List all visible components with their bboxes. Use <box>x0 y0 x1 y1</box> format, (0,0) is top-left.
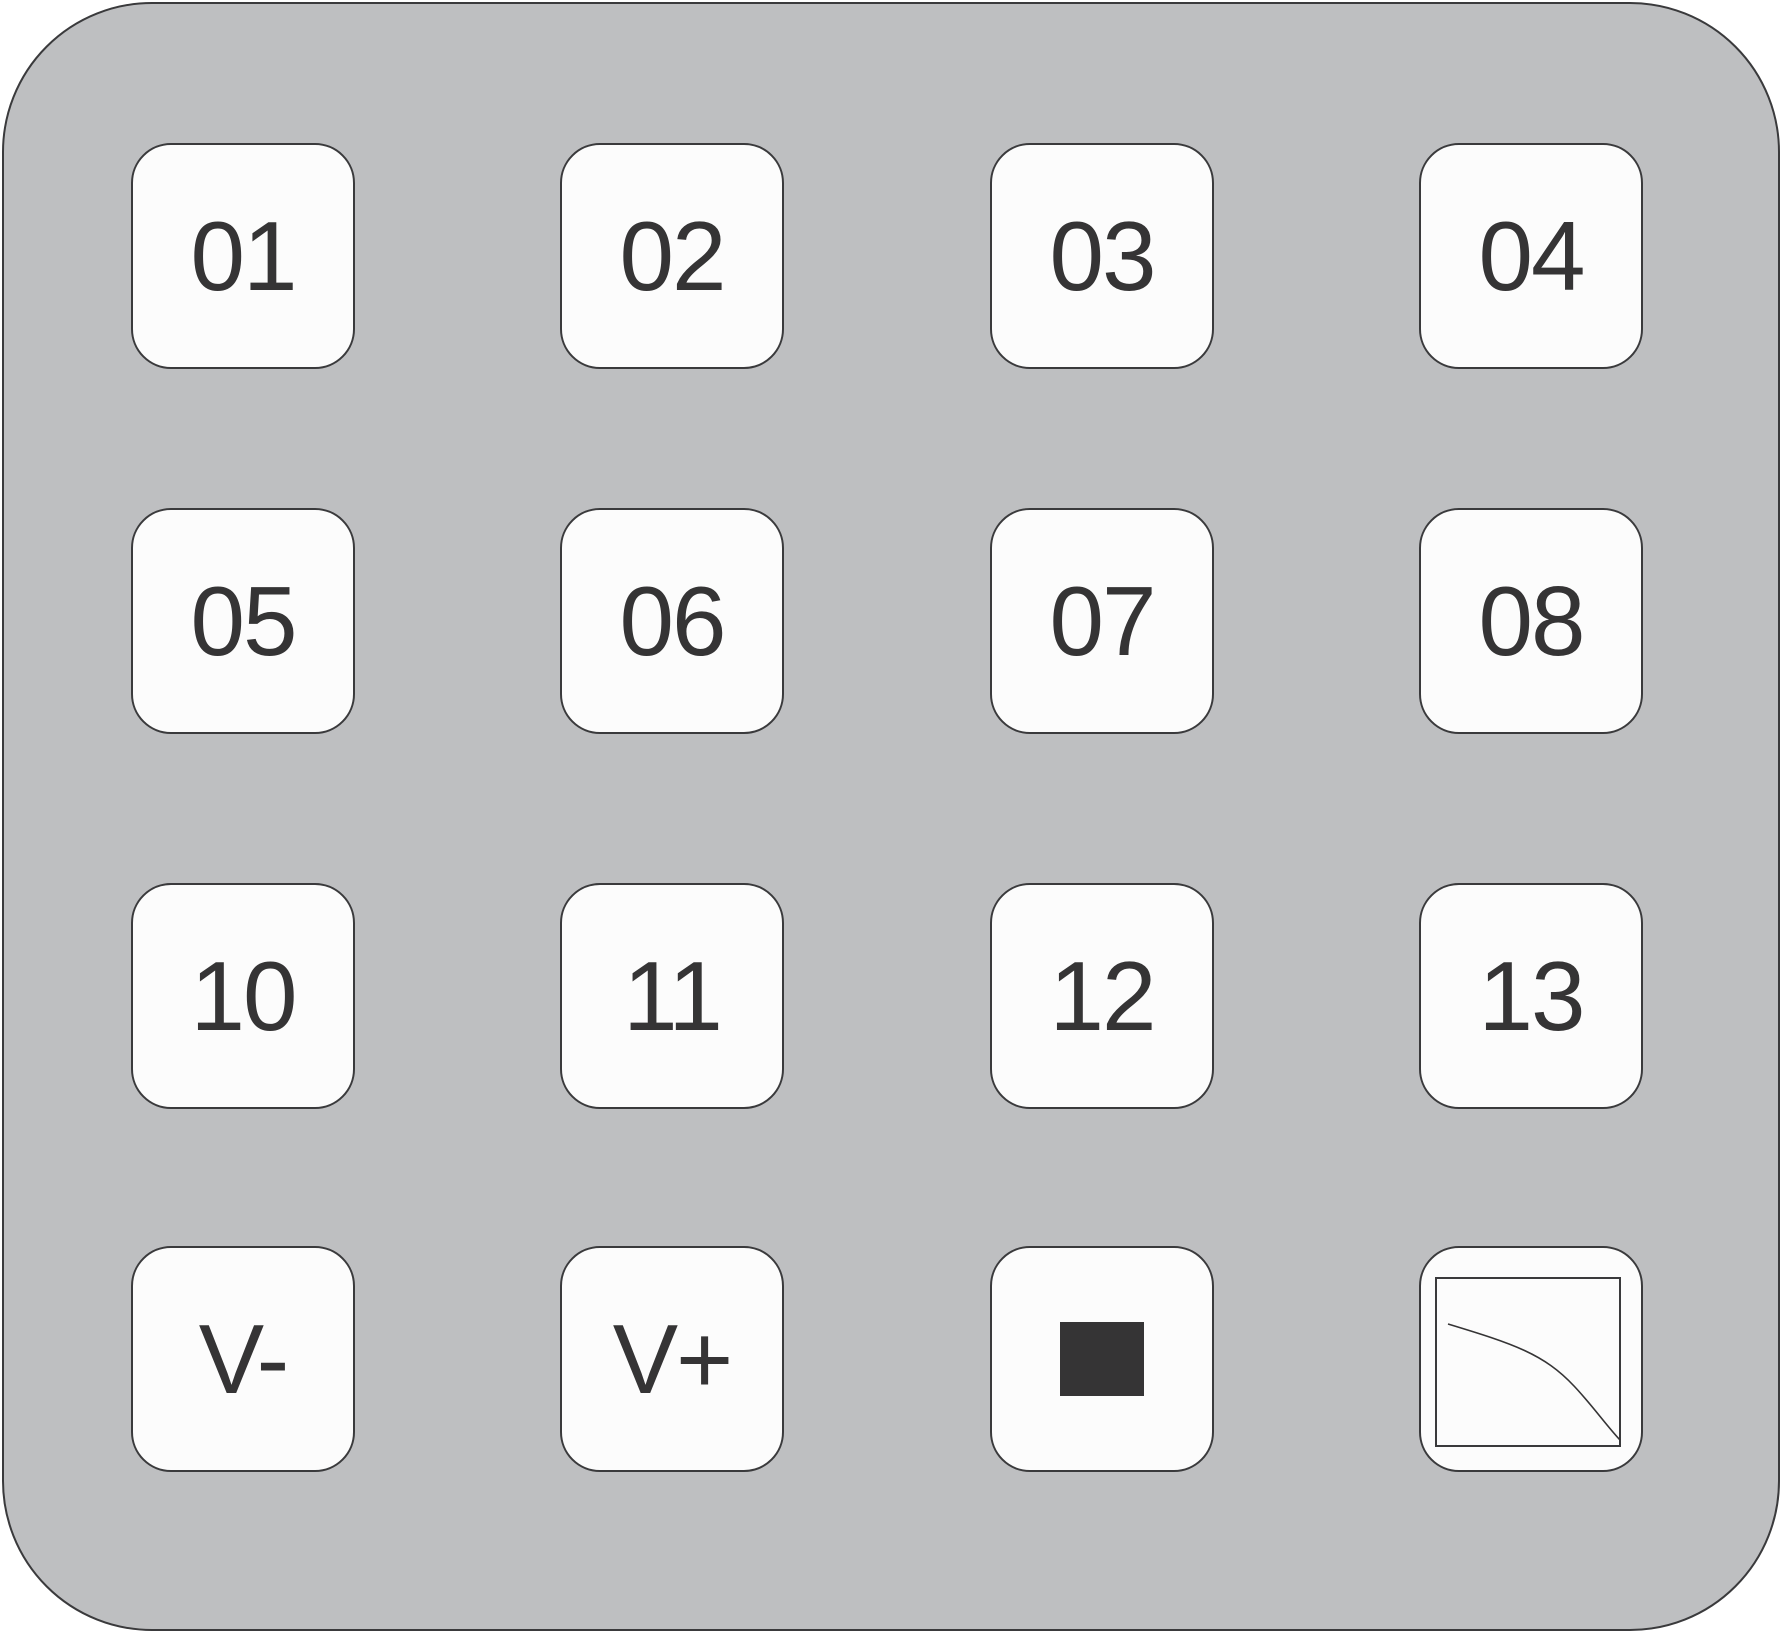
key-label: 13 <box>1478 941 1585 1051</box>
key-05-button[interactable]: 05 <box>131 508 355 734</box>
key-label: 02 <box>619 201 726 311</box>
key-label: V- <box>198 1304 290 1414</box>
key-06-button[interactable]: 06 <box>560 508 784 734</box>
key-10-button[interactable]: 10 <box>131 883 355 1109</box>
key-03-button[interactable]: 03 <box>990 143 1214 369</box>
key-02-button[interactable]: 02 <box>560 143 784 369</box>
key-07-button[interactable]: 07 <box>990 508 1214 734</box>
stop-button[interactable] <box>990 1246 1214 1472</box>
key-label: 10 <box>190 941 297 1051</box>
key-label: 05 <box>190 566 297 676</box>
volume-up-button[interactable]: V+ <box>560 1246 784 1472</box>
key-label: 12 <box>1049 941 1156 1051</box>
key-12-button[interactable]: 12 <box>990 883 1214 1109</box>
stop-icon <box>1060 1322 1144 1396</box>
key-label: 04 <box>1478 201 1585 311</box>
key-label: 11 <box>623 941 723 1051</box>
key-label: V+ <box>612 1304 734 1414</box>
curve-icon <box>1435 1277 1621 1447</box>
key-11-button[interactable]: 11 <box>560 883 784 1109</box>
key-label: 06 <box>619 566 726 676</box>
volume-down-button[interactable]: V- <box>131 1246 355 1472</box>
key-label: 07 <box>1049 566 1156 676</box>
key-label: 03 <box>1049 201 1156 311</box>
key-08-button[interactable]: 08 <box>1419 508 1643 734</box>
key-13-button[interactable]: 13 <box>1419 883 1643 1109</box>
key-label: 01 <box>190 201 297 311</box>
key-01-button[interactable]: 01 <box>131 143 355 369</box>
key-04-button[interactable]: 04 <box>1419 143 1643 369</box>
key-label: 08 <box>1478 566 1585 676</box>
curve-button[interactable] <box>1419 1246 1643 1472</box>
